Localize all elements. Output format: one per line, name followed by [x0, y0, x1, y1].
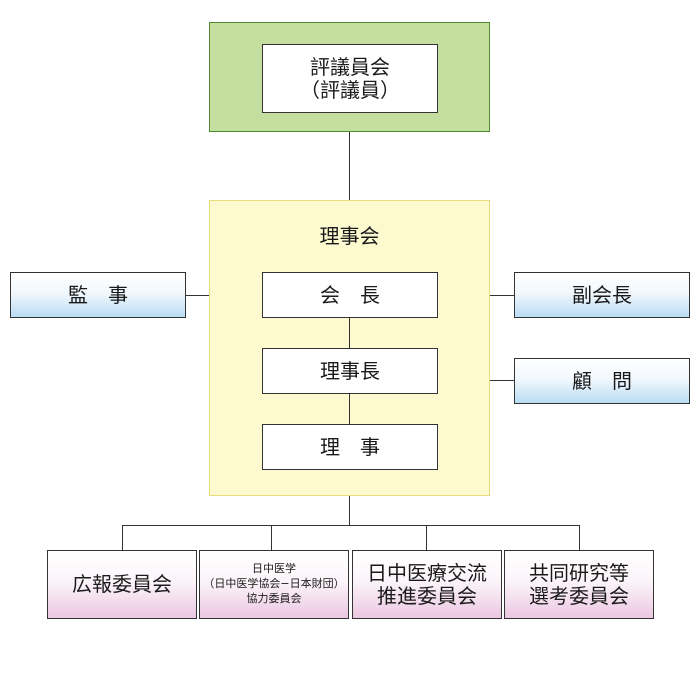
committee-medical-exchange: 日中医療交流 推進委員会: [352, 550, 502, 619]
auditor-box: 監 事: [10, 272, 186, 318]
committee-joint-research: 共同研究等 選考委員会: [504, 550, 654, 619]
committee-line: （日中医学協会−日本財団）: [203, 577, 345, 591]
connector-auditor: [186, 295, 209, 296]
connector-board-committees: [349, 495, 350, 525]
advisor-box: 顧 問: [514, 358, 690, 404]
connector-advisor: [490, 380, 514, 381]
connector-committee-3: [426, 525, 427, 550]
committee-line: 日中医療交流: [367, 560, 487, 585]
committee-line: 協力委員会: [246, 591, 302, 605]
president-label: 会 長: [320, 282, 380, 307]
director-box: 理 事: [262, 424, 438, 470]
vice-president-label: 副会長: [572, 282, 632, 307]
committee-line: 推進委員会: [377, 583, 477, 608]
committee-line: 広報委員会: [72, 572, 172, 596]
committee-line: 共同研究等: [529, 560, 629, 585]
vice-president-box: 副会長: [514, 272, 690, 318]
connector-committee-1: [122, 525, 123, 550]
committee-line: 日中医学: [252, 562, 296, 576]
council-name: 評議員会: [310, 54, 390, 79]
connector-committee-4: [579, 525, 580, 550]
board-label: 理事会: [319, 223, 380, 248]
auditor-label: 監 事: [68, 282, 128, 307]
connector-chair-director: [349, 393, 350, 425]
committee-medical-cooperation: 日中医学 （日中医学協会−日本財団） 協力委員会: [199, 550, 349, 619]
committee-public-relations: 広報委員会: [47, 550, 197, 619]
council-box: 評議員会 （評議員）: [262, 44, 438, 113]
committee-line: 選考委員会: [529, 583, 629, 608]
director-label: 理 事: [320, 434, 380, 459]
connector-vice-president: [490, 295, 514, 296]
president-box: 会 長: [262, 272, 438, 318]
council-sub: （評議員）: [300, 77, 400, 102]
connector-council-board: [349, 131, 350, 201]
chair-box: 理事長: [262, 348, 438, 394]
connector-committee-2: [271, 525, 272, 550]
connector-president-chair: [349, 317, 350, 349]
chair-label: 理事長: [320, 358, 380, 383]
advisor-label: 顧 問: [572, 368, 632, 393]
connector-committee-bus: [122, 525, 580, 526]
